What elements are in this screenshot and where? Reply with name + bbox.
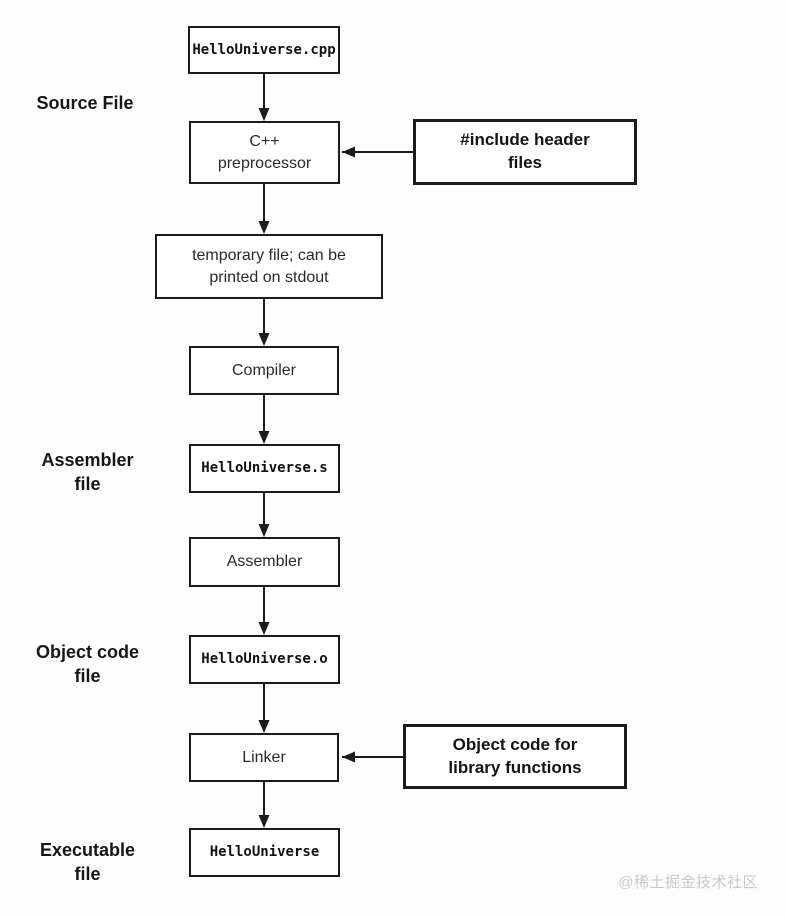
watermark: @稀土掘金技术社区 bbox=[618, 874, 758, 891]
node-include-header-files: #include header files bbox=[413, 119, 637, 185]
arrowhead bbox=[258, 720, 270, 733]
node-assembler-file: HelloUniverse.s bbox=[189, 444, 340, 493]
node-assembler: Assembler bbox=[189, 537, 340, 587]
arrowhead bbox=[258, 815, 270, 828]
arrowhead bbox=[258, 108, 270, 121]
arrowhead bbox=[258, 333, 270, 346]
arrowhead bbox=[258, 622, 270, 635]
node-object-code-library: Object code for library functions bbox=[403, 724, 627, 789]
label-assembler-file: Assembler file bbox=[41, 450, 134, 494]
node-cpp-preprocessor: C++ preprocessor bbox=[189, 121, 340, 184]
node-linker: Linker bbox=[189, 733, 339, 782]
node-temporary-file: temporary file; can be printed on stdout bbox=[155, 234, 383, 299]
label-object-code-file: Object code file bbox=[35, 642, 140, 686]
arrowhead bbox=[258, 221, 270, 234]
node-object-code-file: HelloUniverse.o bbox=[189, 635, 340, 684]
arrowhead bbox=[258, 431, 270, 444]
node-executable-file: HelloUniverse bbox=[189, 828, 340, 877]
arrowhead bbox=[342, 146, 355, 158]
node-compiler: Compiler bbox=[189, 346, 339, 395]
label-executable-file: Executable file bbox=[39, 840, 136, 884]
arrowhead bbox=[258, 524, 270, 537]
label-source-file: Source File bbox=[36, 93, 134, 113]
node-source-file: HelloUniverse.cpp bbox=[188, 26, 340, 74]
arrowhead bbox=[342, 751, 355, 763]
